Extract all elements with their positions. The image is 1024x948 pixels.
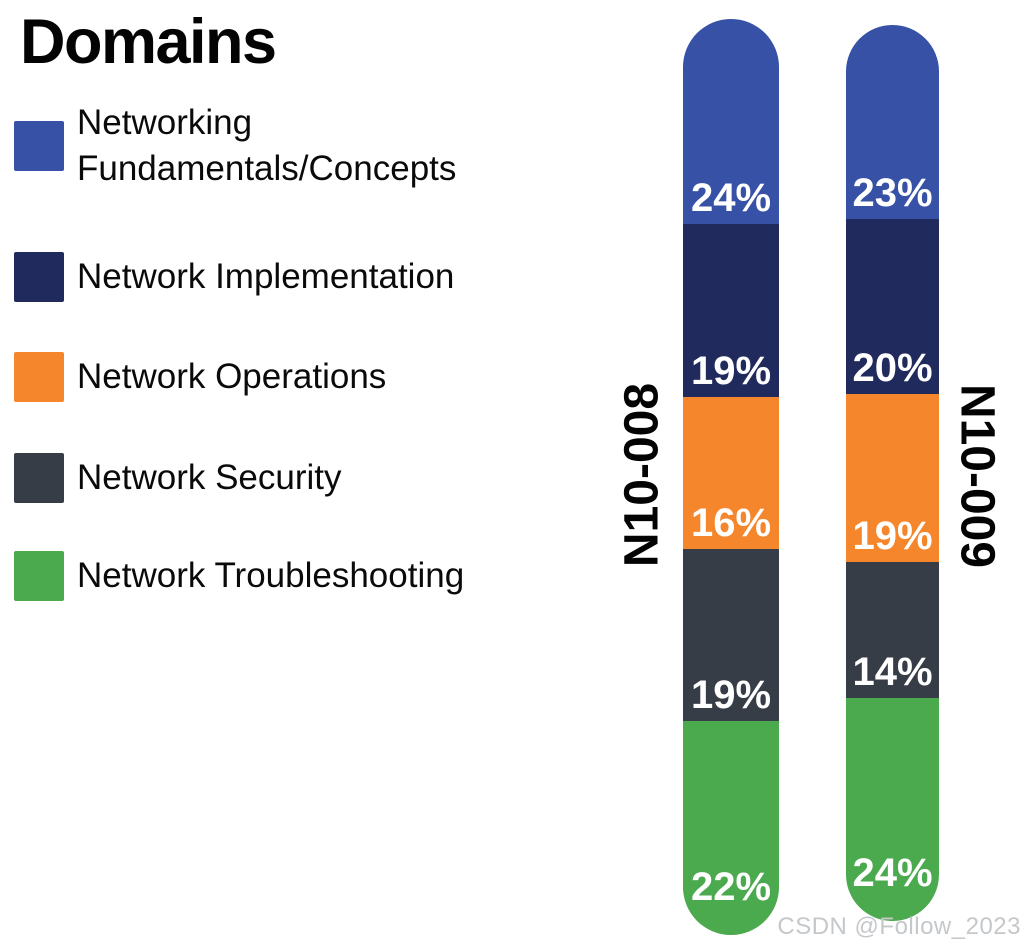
bar-segment-network-implementation: 20% [846, 219, 939, 394]
bar-segment-network-security: 14% [846, 562, 939, 699]
legend-swatch-icon [14, 352, 64, 402]
segment-percent-label: 16% [690, 500, 772, 545]
category-label-n10-009: N10-009 [950, 383, 1004, 569]
bar-segment-network-troubleshooting: 24% [846, 698, 939, 921]
segment-percent-label: 19% [690, 348, 772, 393]
segment-percent-label: 20% [852, 345, 933, 390]
legend-label: Network Security [77, 457, 342, 497]
stacked-bar-n10-009: 23% 20% 19% 14% 24% [846, 25, 939, 921]
segment-percent-label: 19% [852, 514, 933, 559]
segment-percent-label: 24% [690, 176, 772, 221]
watermark: CSDN @Follow_2023 [777, 913, 1021, 940]
segment-percent-label: 24% [852, 851, 933, 895]
legend-item-network-operations: Network Operations [14, 352, 386, 402]
category-label-n10-008: N10-008 [615, 382, 669, 568]
legend-item-network-implementation: Network Implementation [14, 252, 454, 302]
legend-swatch-icon [14, 551, 64, 601]
bar-segment-network-operations: 16% [683, 396, 779, 549]
segment-percent-label: 19% [690, 672, 772, 717]
legend-label: Network Operations [77, 356, 387, 396]
bar-segment-network-implementation: 19% [683, 224, 779, 397]
legend-item-network-security: Network Security [14, 453, 342, 503]
segment-percent-label: 23% [852, 171, 933, 216]
segment-percent-label: 22% [690, 864, 772, 909]
legend-label: Network Implementation [77, 256, 455, 296]
stacked-bar-n10-008: 24% 19% 16% 19% 22% [683, 19, 779, 935]
legend-label: Networking Fundamentals/Concepts [77, 103, 457, 189]
legend-item-networking-fundamentals-concepts: Networking Fundamentals/Concepts [14, 100, 545, 192]
legend-swatch-icon [14, 121, 64, 172]
page-title: Domains [20, 7, 277, 77]
legend-swatch-icon [14, 453, 64, 503]
bar-segment-networking-fundamentals-concepts: 24% [683, 19, 779, 225]
bar-segment-network-operations: 19% [846, 393, 939, 563]
segment-percent-label: 14% [852, 650, 933, 695]
legend-item-network-troubleshooting: Network Troubleshooting [14, 551, 464, 601]
legend-swatch-icon [14, 252, 64, 302]
legend-label: Network Troubleshooting [77, 555, 465, 595]
bar-segment-network-troubleshooting: 22% [683, 720, 779, 935]
bar-segment-network-security: 19% [683, 548, 779, 721]
bar-segment-networking-fundamentals-concepts: 23% [846, 25, 939, 220]
